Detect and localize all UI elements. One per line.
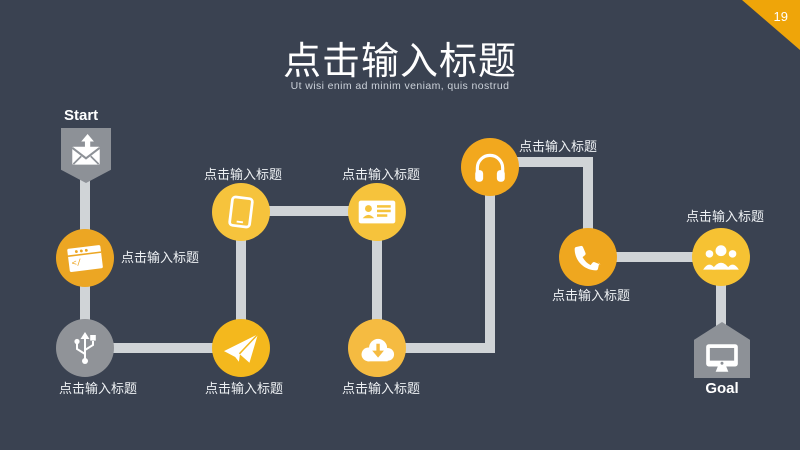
goal-marker[interactable]	[694, 322, 750, 378]
connector-corner-phone	[583, 157, 593, 259]
flow-node-usb[interactable]	[56, 319, 114, 377]
flow-node-headphones[interactable]	[461, 138, 519, 196]
slide-title[interactable]: 点击输入标题	[282, 41, 517, 83]
node-label-headphones[interactable]: 点击输入标题	[519, 139, 598, 154]
connector-tablet-idcard	[241, 206, 379, 216]
flow-node-clapper[interactable]: </	[56, 229, 114, 287]
connector-clapper-usb	[80, 258, 90, 350]
usb-icon	[74, 332, 96, 364]
connector-start-clapper	[80, 165, 90, 260]
start-marker[interactable]	[61, 128, 111, 183]
envelope-up-icon	[71, 134, 101, 165]
flow-node-tablet[interactable]	[212, 183, 270, 241]
node-label-clapper[interactable]: 点击输入标题	[121, 250, 200, 265]
connector-plane-tablet	[236, 210, 246, 350]
page-number: 19	[773, 9, 788, 24]
connector-phone-people	[588, 252, 723, 262]
start-label: Start	[64, 107, 99, 124]
svg-text:</: </	[71, 257, 82, 268]
paper-plane-icon	[224, 333, 259, 363]
people-icon	[703, 245, 739, 270]
connector-people-goal	[716, 257, 726, 337]
phone-icon	[574, 245, 601, 271]
node-label-cloud[interactable]: 点击输入标题	[341, 381, 420, 396]
connector-corner-headphones	[485, 165, 495, 353]
connector-idcard-cloud	[372, 212, 382, 350]
node-label-tablet[interactable]: 点击输入标题	[203, 167, 282, 182]
flow-node-id-card[interactable]	[348, 183, 406, 241]
goal-label: Goal	[705, 380, 739, 397]
flow-node-phone[interactable]	[559, 228, 617, 286]
slide-subtitle[interactable]: Ut wisi enim ad minim veniam, quis nostr…	[290, 80, 510, 92]
connector-cloud-corner	[377, 343, 492, 353]
connector-headphones-corner	[490, 157, 590, 167]
node-label-people[interactable]: 点击输入标题	[685, 209, 764, 224]
cloud-download-icon	[361, 338, 395, 362]
node-label-phone[interactable]: 点击输入标题	[551, 288, 630, 303]
node-label-id-card[interactable]: 点击输入标题	[341, 167, 420, 182]
flow-node-people[interactable]	[692, 228, 750, 286]
node-label-usb[interactable]: 点击输入标题	[58, 381, 137, 396]
clapperboard-icon: </	[67, 245, 103, 272]
id-card-icon	[358, 200, 396, 224]
flow-node-paper-plane[interactable]	[212, 319, 270, 377]
monitor-icon	[706, 344, 738, 372]
headphones-icon	[475, 153, 505, 182]
flow-node-cloud[interactable]	[348, 319, 406, 377]
tablet-icon	[228, 195, 254, 229]
connector-usb-plane	[85, 343, 243, 353]
node-label-paper-plane[interactable]: 点击输入标题	[204, 381, 283, 396]
